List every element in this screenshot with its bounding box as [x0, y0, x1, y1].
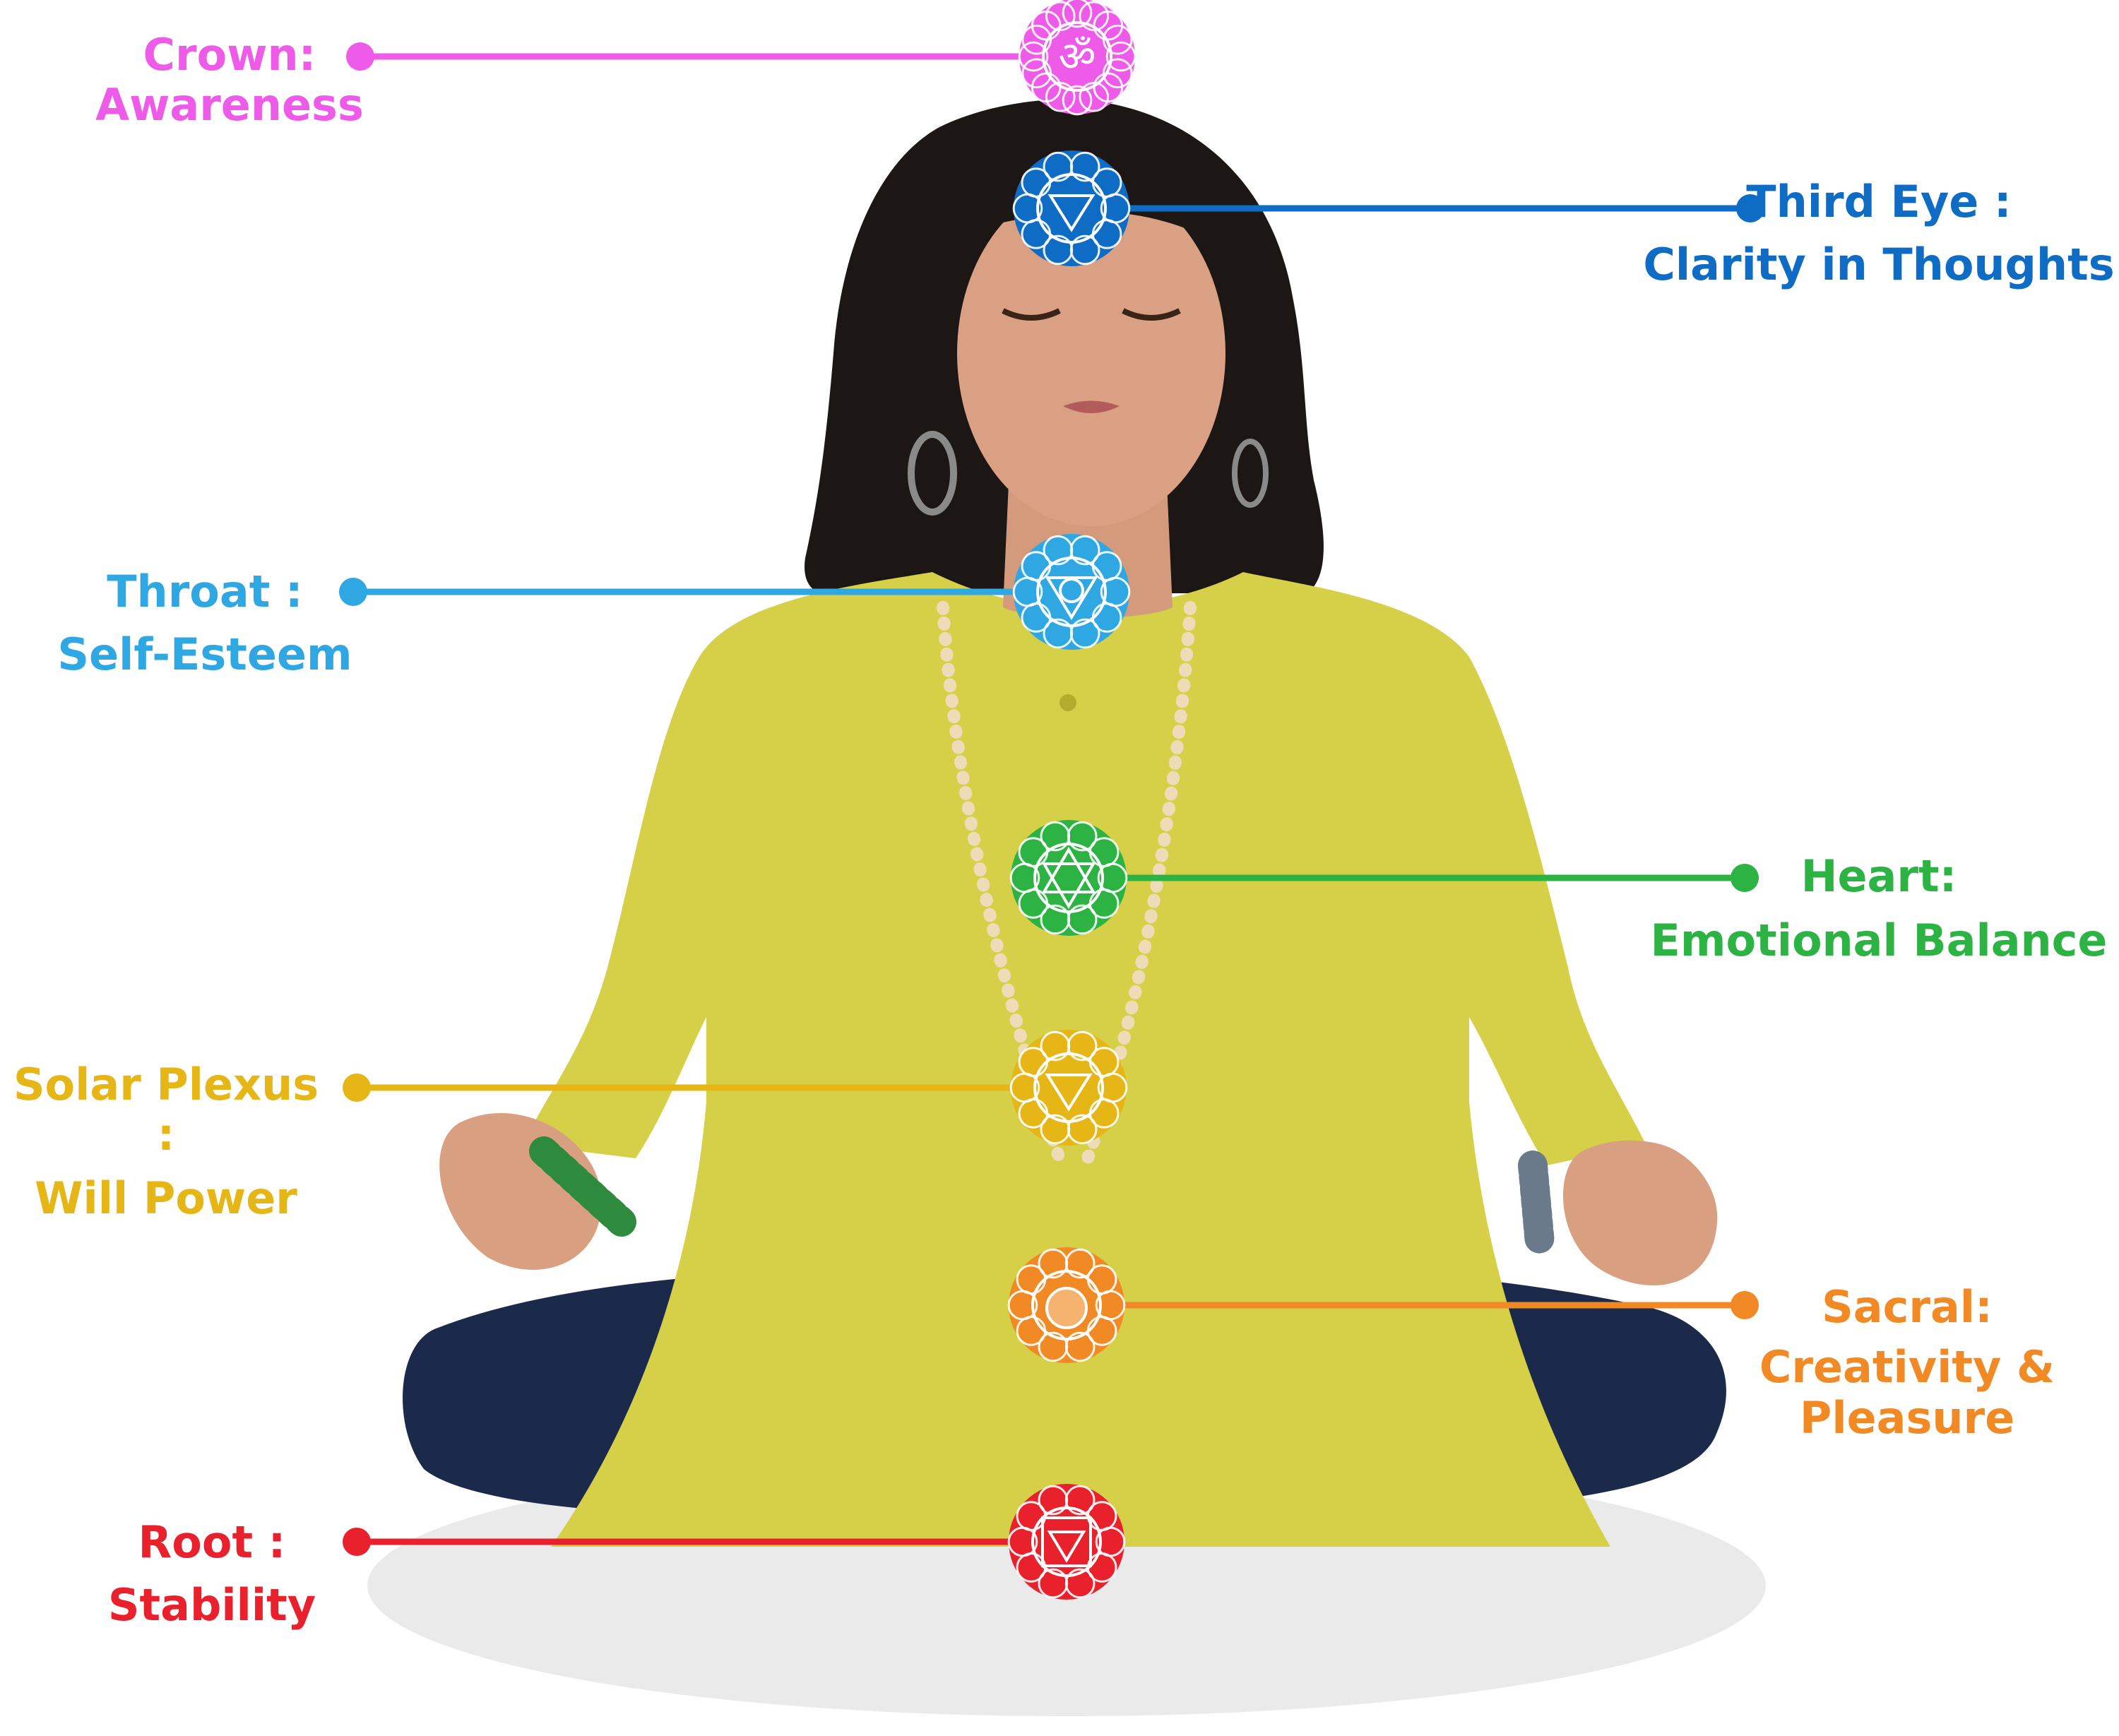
heart-name: Heart:: [1800, 850, 1957, 902]
label-third-eye: Third Eye : Clarity in Thoughts: [1639, 177, 2119, 290]
throat-name: Throat :: [107, 566, 303, 617]
root-name: Root :: [138, 1516, 286, 1568]
crown-chakra-icon: ॐ: [1018, 0, 1136, 116]
label-solar-plexus: Solar Plexus : Will Power: [0, 1059, 332, 1223]
sacral-name: Sacral:: [1822, 1281, 1993, 1333]
lips: [1063, 400, 1120, 413]
right-eye: [1122, 308, 1181, 321]
sacral-meaning-2: Pleasure: [1799, 1391, 2015, 1444]
throat-meaning: Self-Esteem: [57, 629, 352, 681]
solar-plexus-chakra-icon: [1009, 1030, 1128, 1146]
crown-leader-dot: [346, 42, 374, 71]
left-earring: [908, 431, 957, 516]
throat-leader-dot: [339, 578, 367, 606]
sacral-chakra-icon: [1007, 1247, 1126, 1363]
face: [957, 180, 1225, 526]
silver-bangles: [1518, 1151, 1555, 1258]
right-earring: [1232, 439, 1269, 508]
leader-lines: [339, 42, 1764, 1556]
root-chakra-icon: [1007, 1484, 1126, 1600]
left-eye: [1002, 308, 1061, 321]
sacral-meaning: Creativity &: [1759, 1341, 2055, 1393]
third-eye-chakra-icon: [1012, 150, 1131, 266]
label-heart: Heart: Emotional Balance: [1639, 851, 2119, 966]
root-meaning: Stability: [107, 1579, 316, 1631]
crown-name: Crown:: [143, 29, 316, 81]
svg-text:ॐ: ॐ: [1059, 32, 1096, 81]
heart-meaning: Emotional Balance: [1650, 915, 2108, 967]
third-eye-name: Third Eye :: [1746, 176, 2012, 227]
throat-chakra-icon: [1012, 534, 1131, 650]
crown-meaning: Awareness: [95, 79, 364, 131]
label-sacral: Sacral: Creativity & Pleasure: [1723, 1282, 2091, 1443]
right-hand: [1562, 1140, 1718, 1285]
label-root: Root : Stability: [78, 1517, 346, 1631]
label-throat: Throat : Self-Esteem: [42, 566, 367, 680]
solar-plexus-meaning: Will Power: [35, 1172, 297, 1224]
heart-leader-dot: [1731, 864, 1759, 892]
green-bangles: [529, 1136, 636, 1237]
chakra-icons: ॐ: [1007, 0, 1136, 1600]
label-crown: Crown: Awareness: [85, 30, 374, 131]
kurta-button: [1060, 694, 1076, 711]
third-eye-meaning: Clarity in Thoughts: [1643, 239, 2115, 291]
heart-chakra-icon: [1009, 820, 1128, 936]
solar-plexus-name: Solar Plexus :: [13, 1059, 319, 1161]
solar-plexus-leader-dot: [343, 1074, 371, 1102]
third-eye-leader-dot: [1736, 194, 1764, 222]
root-leader-dot: [343, 1528, 371, 1556]
sacral-leader-dot: [1731, 1291, 1759, 1319]
